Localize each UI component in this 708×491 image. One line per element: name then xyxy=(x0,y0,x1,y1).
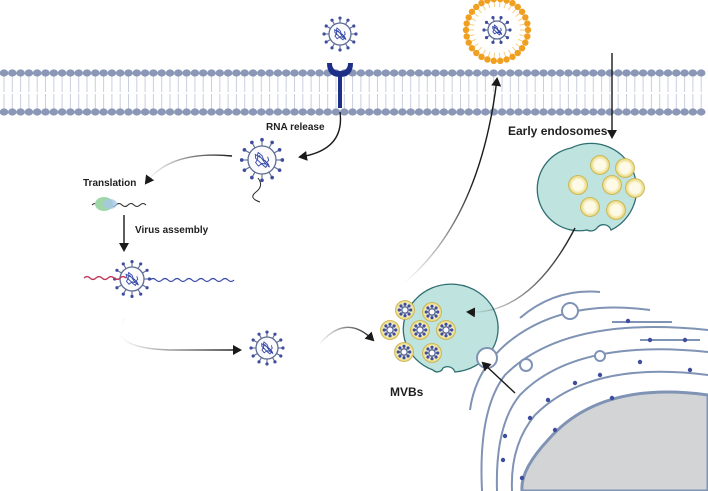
virion-attaching xyxy=(322,16,358,52)
virion-rna-release xyxy=(239,137,285,183)
exosome xyxy=(462,0,532,65)
virions xyxy=(113,16,358,366)
label-rna-release: RNA release xyxy=(266,122,325,133)
arrow-endosome-to-mvb xyxy=(466,227,576,318)
exosome-cargo-virion xyxy=(482,16,512,44)
arrow-virion-to-mvb xyxy=(317,326,375,347)
endosome-vesicles xyxy=(568,155,645,220)
rna-strand-red xyxy=(83,275,127,281)
plasma-membrane xyxy=(0,69,706,116)
label-virus-assembly: Virus assembly xyxy=(135,225,209,236)
translation-complex xyxy=(91,197,147,211)
arrow-mvb-to-exosome xyxy=(403,77,502,284)
arrow-virion-to-translation xyxy=(144,154,233,185)
released-rna-tail xyxy=(252,177,262,203)
mvb-intraluminal-vesicles xyxy=(380,300,456,363)
endoplasmic-reticulum xyxy=(469,290,708,491)
early-endosome xyxy=(536,142,645,232)
label-mvbs: MVBs xyxy=(390,385,424,399)
label-early-endosomes: Early endosomes xyxy=(508,124,608,138)
arrows xyxy=(119,53,617,394)
mvb xyxy=(380,283,499,373)
label-translation: Translation xyxy=(83,178,136,189)
arrow-receptor-to-virion xyxy=(298,111,342,161)
virion-released xyxy=(249,330,285,366)
rna-strand-blue xyxy=(149,277,235,283)
virion-assembling xyxy=(113,260,151,298)
arrow-assembly-to-released xyxy=(119,317,242,355)
arrow-er-to-mvb xyxy=(481,361,516,394)
receptor xyxy=(327,63,353,108)
